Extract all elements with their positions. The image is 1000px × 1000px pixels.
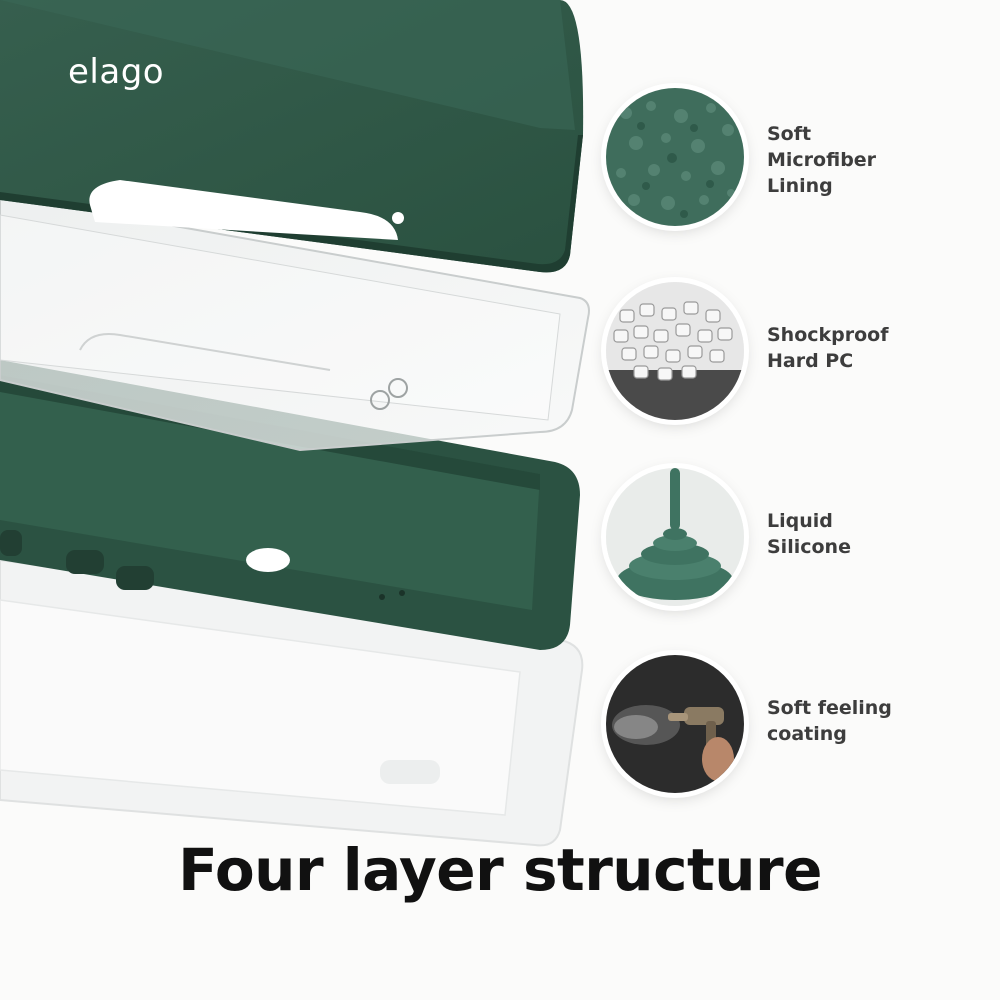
feature-hard-pc: Shockproof Hard PC [606, 282, 1000, 422]
feature-coating: Soft feeling coating [606, 655, 1000, 795]
feature-liquid-silicone: Liquid Silicone [606, 468, 1000, 608]
page-title: Four layer structure [178, 836, 822, 904]
microfiber-layer [0, 0, 584, 273]
microfiber-texture-icon [606, 88, 744, 226]
spray-coating-icon [606, 655, 744, 793]
liquid-silicone-icon [606, 468, 744, 606]
hard-pc-layer [0, 193, 590, 452]
feature-label: Soft feeling coating [767, 697, 892, 745]
feature-label: Shockproof Hard PC [767, 324, 889, 372]
pc-pellets-icon [606, 282, 744, 420]
feature-label: Liquid Silicone [767, 510, 851, 558]
brand-logo: elago [68, 52, 165, 92]
feature-microfiber: Soft Microfiber Lining [606, 88, 1000, 228]
feature-label: Soft Microfiber Lining [767, 123, 877, 197]
